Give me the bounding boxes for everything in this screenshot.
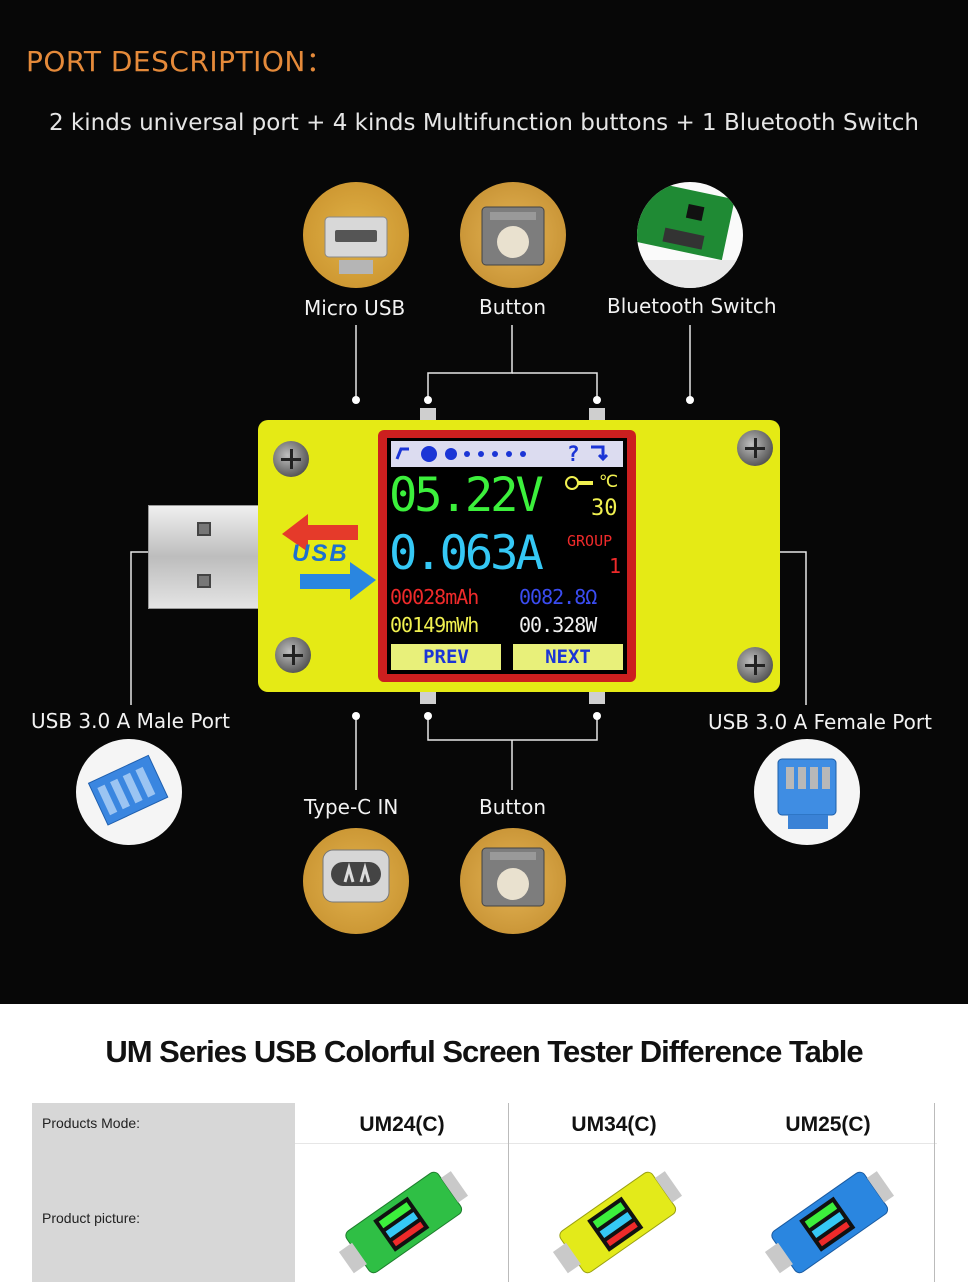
um25-product-image	[764, 1171, 895, 1274]
row-label-products-mode: Products Mode:	[42, 1115, 141, 1131]
male-port-thumbnail	[76, 739, 182, 845]
status-help-symbol: ?	[567, 442, 580, 466]
energy-readout: 00149mWh	[390, 613, 479, 637]
temp-unit: ℃	[599, 472, 619, 492]
status-bar-icons	[395, 445, 609, 462]
micro-usb-thumbnail	[303, 182, 409, 288]
column-header-um24: UM24(C)	[359, 1113, 445, 1136]
screw-top-right	[737, 430, 773, 466]
usb-logo-arrows-icon	[282, 514, 376, 600]
button-bottom-thumbnail	[460, 828, 566, 934]
group-value: 1	[609, 554, 622, 578]
table-label-column	[32, 1103, 295, 1282]
screw-top-left	[273, 441, 309, 477]
screw-bottom-right	[737, 647, 773, 683]
micro-usb-photo-icon	[324, 216, 388, 274]
label-female-port: USB 3.0 A Female Port	[708, 710, 932, 734]
um34-product-image	[552, 1171, 683, 1274]
difference-table: Products Mode: Product picture: UM24(C) …	[32, 1103, 937, 1282]
usb-male-connector-icon	[87, 754, 169, 826]
plug-hole-bottom	[197, 574, 211, 588]
next-button[interactable]: NEXT	[513, 644, 623, 670]
table-header-divider	[295, 1143, 937, 1144]
tactile-button-icon	[481, 847, 545, 907]
label-type-c: Type-C IN	[304, 795, 399, 819]
female-port-thumbnail	[754, 739, 860, 845]
nub-top-left	[420, 408, 436, 420]
power-readout: 00.328W	[519, 613, 597, 637]
prev-button[interactable]: PREV	[391, 644, 501, 670]
label-button-bottom: Button	[479, 795, 546, 819]
usb-female-connector-icon	[777, 758, 837, 829]
slide-switch-icon	[637, 182, 743, 288]
screw-bottom-left	[275, 637, 311, 673]
thermometer-icon	[565, 476, 593, 490]
usb-logo-text: USB	[292, 540, 349, 567]
nub-top-right	[589, 408, 605, 420]
label-button-top: Button	[479, 295, 546, 319]
status-bar: ?	[391, 441, 623, 467]
device-screen: ? 05.22V ℃ 30 0.063A GROUP 1 00028mAh 00…	[387, 438, 627, 674]
label-micro-usb: Micro USB	[304, 296, 406, 320]
port-description-section: PORT DESCRIPTION： 2 kinds universal port…	[0, 0, 968, 1004]
current-readout: 0.063A	[389, 526, 544, 581]
column-header-um25: UM25(C)	[785, 1113, 871, 1136]
label-bluetooth-switch: Bluetooth Switch	[607, 294, 777, 318]
row-label-product-picture: Product picture:	[42, 1210, 141, 1226]
temperature-value: 30	[591, 496, 618, 521]
type-c-connector-icon	[322, 849, 390, 903]
voltage-readout: 05.22V	[389, 468, 544, 523]
column-header-um34: UM34(C)	[571, 1113, 657, 1136]
resistance-readout: 0082.8Ω	[519, 585, 597, 609]
table-column-divider-1	[508, 1103, 509, 1282]
group-label: GROUP	[567, 532, 613, 550]
nub-bottom-right	[589, 692, 605, 704]
label-male-port: USB 3.0 A Male Port	[31, 709, 230, 733]
section-subtitle: 2 kinds universal port + 4 kinds Multifu…	[48, 110, 919, 136]
tactile-button-icon	[481, 206, 545, 266]
table-column-divider-2	[934, 1103, 935, 1282]
plug-hole-top	[197, 522, 211, 536]
um24-product-image	[338, 1171, 469, 1274]
table-title: UM Series USB Colorful Screen Tester Dif…	[105, 1034, 863, 1069]
section-title: PORT DESCRIPTION：	[26, 45, 335, 78]
capacity-readout: 00028mAh	[390, 585, 479, 609]
button-top-thumbnail	[460, 182, 566, 288]
usb-male-plug	[148, 505, 260, 609]
nub-bottom-left	[420, 692, 436, 704]
type-c-thumbnail	[303, 828, 409, 934]
bluetooth-switch-thumbnail	[637, 182, 743, 288]
